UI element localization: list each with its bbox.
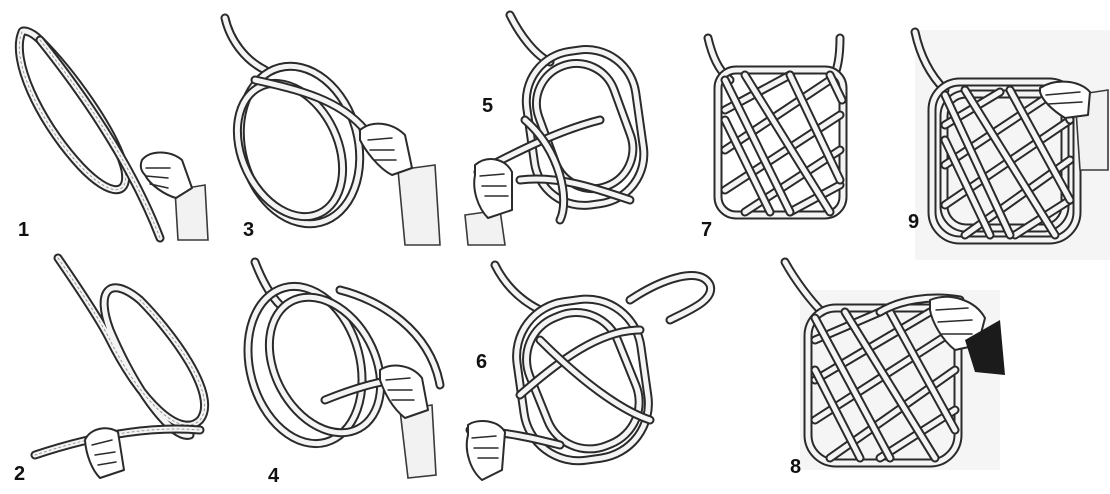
step-number: 3 <box>243 219 254 241</box>
step-number: 6 <box>476 351 487 373</box>
rope-loop <box>19 31 160 238</box>
hand <box>467 421 505 480</box>
step-number: 9 <box>908 211 919 233</box>
step-number: 5 <box>482 95 493 117</box>
panel-step-4: 4 <box>231 262 440 487</box>
panel-step-3: 3 <box>217 18 440 245</box>
rope-loop <box>35 258 205 455</box>
step-number: 1 <box>18 219 29 241</box>
panel-step-2: 2 <box>14 258 205 485</box>
step-number: 8 <box>790 456 801 478</box>
panel-step-7: 7 <box>701 38 843 241</box>
hand <box>360 124 440 245</box>
weave-lattice <box>725 75 842 212</box>
hand <box>380 366 436 478</box>
hand <box>85 428 124 478</box>
panel-step-5: 5 <box>465 15 650 245</box>
step-number: 2 <box>14 463 25 485</box>
panel-step-8: 8 <box>785 262 1005 478</box>
panel-step-1: 1 <box>18 31 208 241</box>
panel-step-9: 9 <box>908 30 1110 260</box>
rope-loops <box>217 18 377 237</box>
rope-knot <box>708 38 843 215</box>
panel-step-6: 6 <box>467 265 711 480</box>
rope-knot <box>470 265 711 468</box>
hand <box>465 159 512 245</box>
step-number: 7 <box>701 219 712 241</box>
step-number: 4 <box>268 465 280 487</box>
